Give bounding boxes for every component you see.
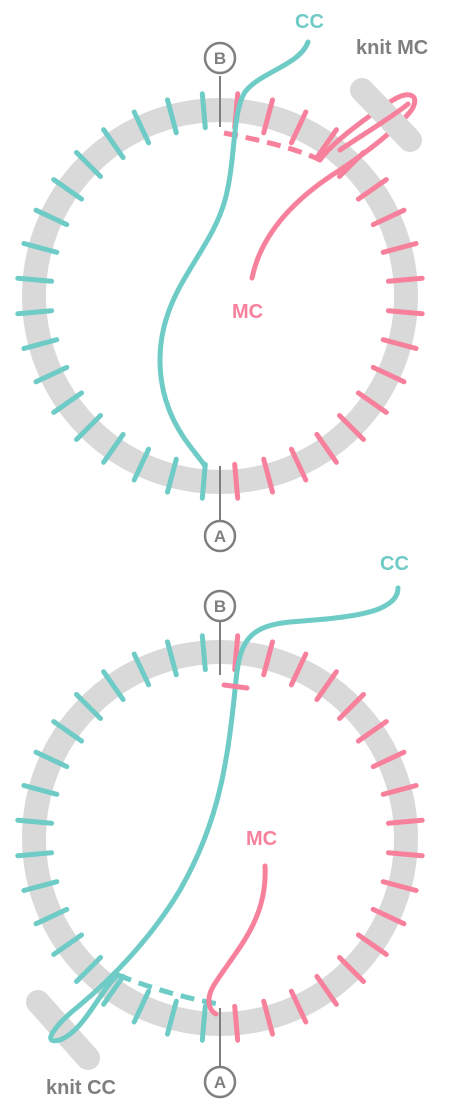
action-label: knit MC: [356, 37, 428, 59]
mc-stitch: [288, 988, 309, 1025]
mc-stitch: [385, 817, 425, 826]
stitches: [15, 91, 425, 501]
mc-stitch: [261, 639, 275, 678]
mc-stitch: [380, 783, 419, 797]
cc-stitch: [101, 431, 126, 465]
stitches: [15, 633, 425, 1043]
cc-stitch: [15, 275, 55, 284]
marker-a-label: A: [214, 527, 226, 546]
mc-stitch: [370, 364, 407, 385]
cc-stitch: [199, 461, 208, 501]
marker-b: [203, 41, 237, 75]
marker-b-label: B: [214, 597, 226, 616]
left-needle-tip: [26, 990, 100, 1070]
cc-stitch: [165, 998, 179, 1037]
cc-stitch: [15, 817, 55, 826]
mc-stitch: [314, 669, 339, 703]
mc-stitch: [380, 337, 419, 351]
mc-yarn-over-needle: [337, 101, 411, 153]
mc-stitch: [337, 955, 366, 984]
cc-stitch: [74, 955, 103, 984]
mc-stitch: [337, 413, 366, 442]
cc-stitch: [131, 988, 152, 1025]
cc-stitch: [74, 692, 103, 721]
cc-yarn: [157, 39, 311, 469]
cc-stitch: [101, 973, 126, 1007]
cc-stitch: [51, 719, 85, 744]
mc-stitch: [288, 651, 309, 688]
cc-stitch: [21, 783, 60, 797]
cc-stitch: [51, 177, 85, 202]
marker-a: [203, 519, 237, 553]
cc-stitch: [21, 241, 60, 255]
marker-b: [203, 589, 237, 623]
mc-stitch: [355, 719, 389, 744]
mc-stitch: [355, 390, 389, 415]
mc-stitch: [314, 973, 339, 1007]
mc-stitch: [232, 1003, 241, 1043]
cc-stitch: [33, 364, 70, 385]
cc-stitch: [15, 308, 55, 317]
mc-stitch: [355, 177, 389, 202]
panel-2: B A CC MC knit CC: [15, 553, 425, 1099]
mc-stitch: [288, 446, 309, 483]
cc-stitch: [74, 150, 103, 179]
cc-stitch: [15, 850, 55, 859]
cc-stitch: [21, 337, 60, 351]
cc-stitch: [51, 390, 85, 415]
cc-stitch: [199, 633, 208, 673]
cc-stitch: [101, 127, 126, 161]
mc-stitch: [314, 431, 339, 465]
mc-stitch: [261, 97, 275, 136]
marker-a-label: A: [214, 1073, 226, 1092]
mc-stitch: [314, 127, 339, 161]
cc-stitch: [199, 91, 208, 131]
cc-stitch: [131, 446, 152, 483]
cc-stitch: [199, 1003, 208, 1043]
mc-label: MC: [246, 828, 277, 850]
mc-label: MC: [232, 301, 263, 323]
cc-label: CC: [380, 553, 409, 575]
cc-yarn: [48, 585, 401, 1044]
cc-stitch: [74, 413, 103, 442]
mc-stitch: [380, 879, 419, 893]
mc-stitch: [385, 850, 425, 859]
cc-stitch: [131, 109, 152, 146]
cc-stitch: [131, 651, 152, 688]
mc-stitch: [232, 461, 241, 501]
mc-stitch: [385, 275, 425, 284]
mc-stitch: [261, 456, 275, 495]
right-needle-tip: [350, 78, 422, 152]
cc-stitch: [51, 932, 85, 957]
mc-stitch: [370, 207, 407, 228]
mc-stitch: [288, 109, 309, 146]
mc-stitch: [385, 308, 425, 317]
cc-stitch: [165, 456, 179, 495]
cc-stitch: [33, 207, 70, 228]
mc-stitch: [337, 692, 366, 721]
cc-label: CC: [295, 11, 324, 33]
action-label: knit CC: [46, 1077, 116, 1099]
cc-stitch: [101, 669, 126, 703]
cc-stitch: [21, 879, 60, 893]
cc-stitch: [165, 639, 179, 678]
mc-yarn: [206, 863, 268, 1017]
mc-stitch: [232, 633, 241, 673]
mc-stitch: [380, 241, 419, 255]
mc-stitch: [261, 998, 275, 1037]
panel-1: B A CC MC knit MC: [15, 11, 428, 553]
marker-a: [203, 1065, 237, 1099]
mc-stitch: [355, 932, 389, 957]
cc-stitch: [33, 749, 70, 770]
mc-stitch: [370, 749, 407, 770]
cc-stitch: [165, 97, 179, 136]
mc-stub: [221, 682, 250, 691]
cc-stitch: [33, 906, 70, 927]
marker-b-label: B: [214, 49, 226, 68]
mc-stitch: [370, 906, 407, 927]
